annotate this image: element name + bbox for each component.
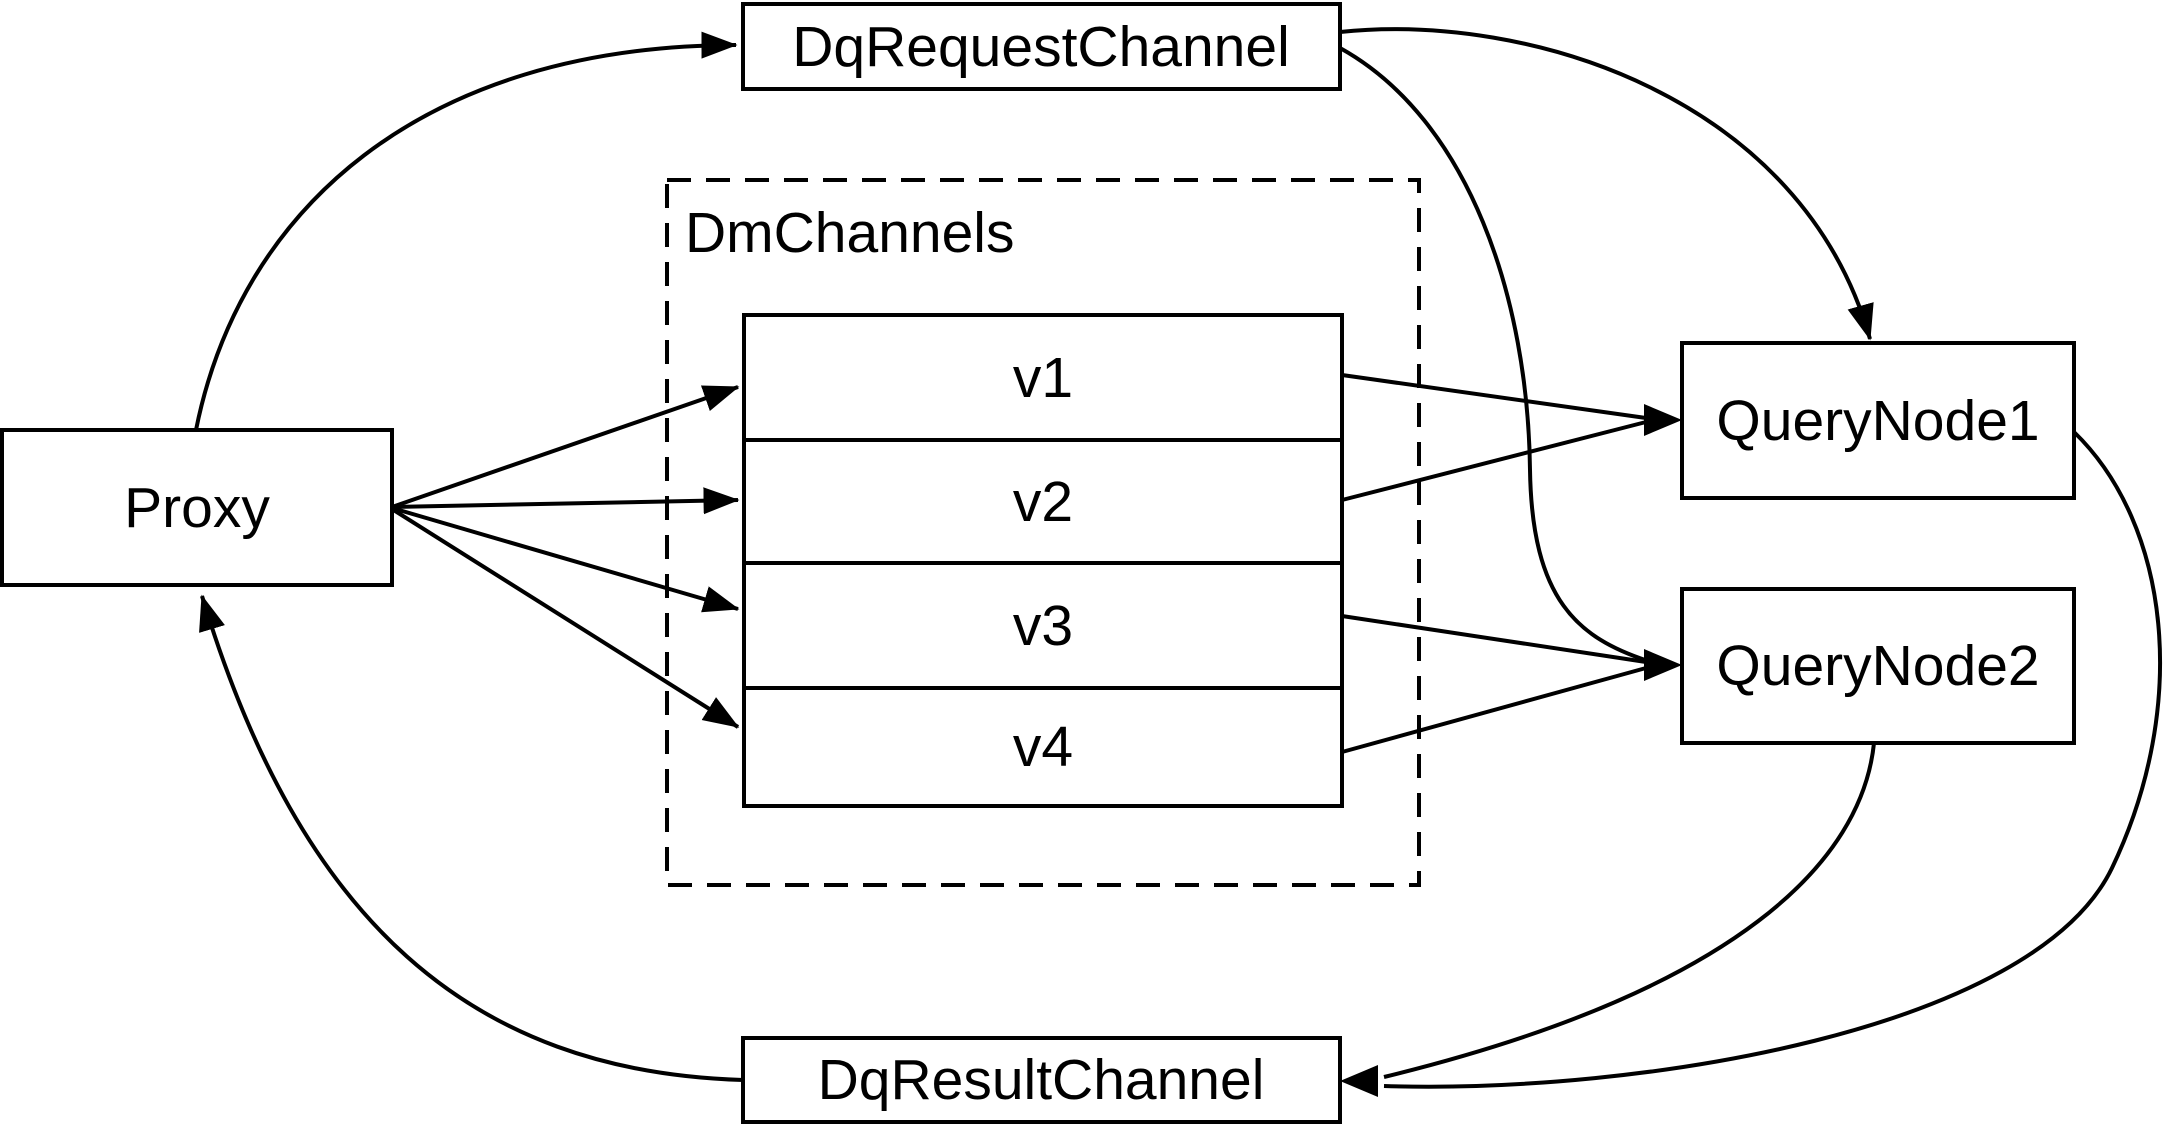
arrowhead-into-dqresultchannel-right (1340, 1065, 1378, 1097)
dq-result-channel-node (741, 1036, 1342, 1124)
arrowhead-into-querynode2-left (1644, 649, 1682, 681)
edge-v1-to-querynode1 (1341, 373, 1647, 420)
edge-proxy-to-v4 (390, 507, 740, 729)
edge-dqrequestchannel-to-querynode1 (1339, 27, 1874, 341)
edge-v3-to-querynode2 (1341, 614, 1647, 664)
dm-channels-group-box (665, 178, 1421, 887)
channel-v4-label: v4 (1013, 715, 1073, 779)
edge-querynode1-to-dqresultchannel (1383, 430, 2162, 1089)
query-node-1-node (1680, 341, 2076, 500)
query-node-2-node (1680, 587, 2076, 745)
arrowhead-into-querynode1-left (1644, 404, 1682, 436)
channel-stack-box (742, 313, 1344, 808)
proxy-node-label: Proxy (124, 476, 270, 540)
channel-v1-label: v1 (1013, 346, 1073, 410)
edge-proxy-to-v2 (391, 487, 740, 515)
edge-proxy-to-v1 (391, 385, 740, 509)
dq-request-channel-node (741, 2, 1342, 91)
dq-request-channel-label: DqRequestChannel (792, 15, 1290, 79)
edge-dqresultchannel-to-proxy (199, 594, 744, 1082)
channel-v2-label: v2 (1013, 470, 1073, 534)
channel-v3-label: v3 (1013, 594, 1073, 658)
proxy-node (0, 428, 394, 587)
dm-channels-group-label: DmChannels (685, 201, 1014, 265)
edge-v4-to-querynode2 (1341, 666, 1647, 754)
edge-dqrequestchannel-to-querynode2 (1339, 46, 1649, 663)
dq-result-channel-label: DqResultChannel (818, 1048, 1265, 1112)
edge-proxy-to-dqrequestchannel (194, 31, 738, 431)
query-node-2-label: QueryNode2 (1716, 634, 2039, 698)
edge-querynode2-to-dqresultchannel (1383, 742, 1876, 1079)
edge-v2-to-querynode1 (1341, 420, 1647, 502)
edge-proxy-to-v3 (391, 506, 740, 613)
query-node-1-label: QueryNode1 (1716, 389, 2039, 453)
